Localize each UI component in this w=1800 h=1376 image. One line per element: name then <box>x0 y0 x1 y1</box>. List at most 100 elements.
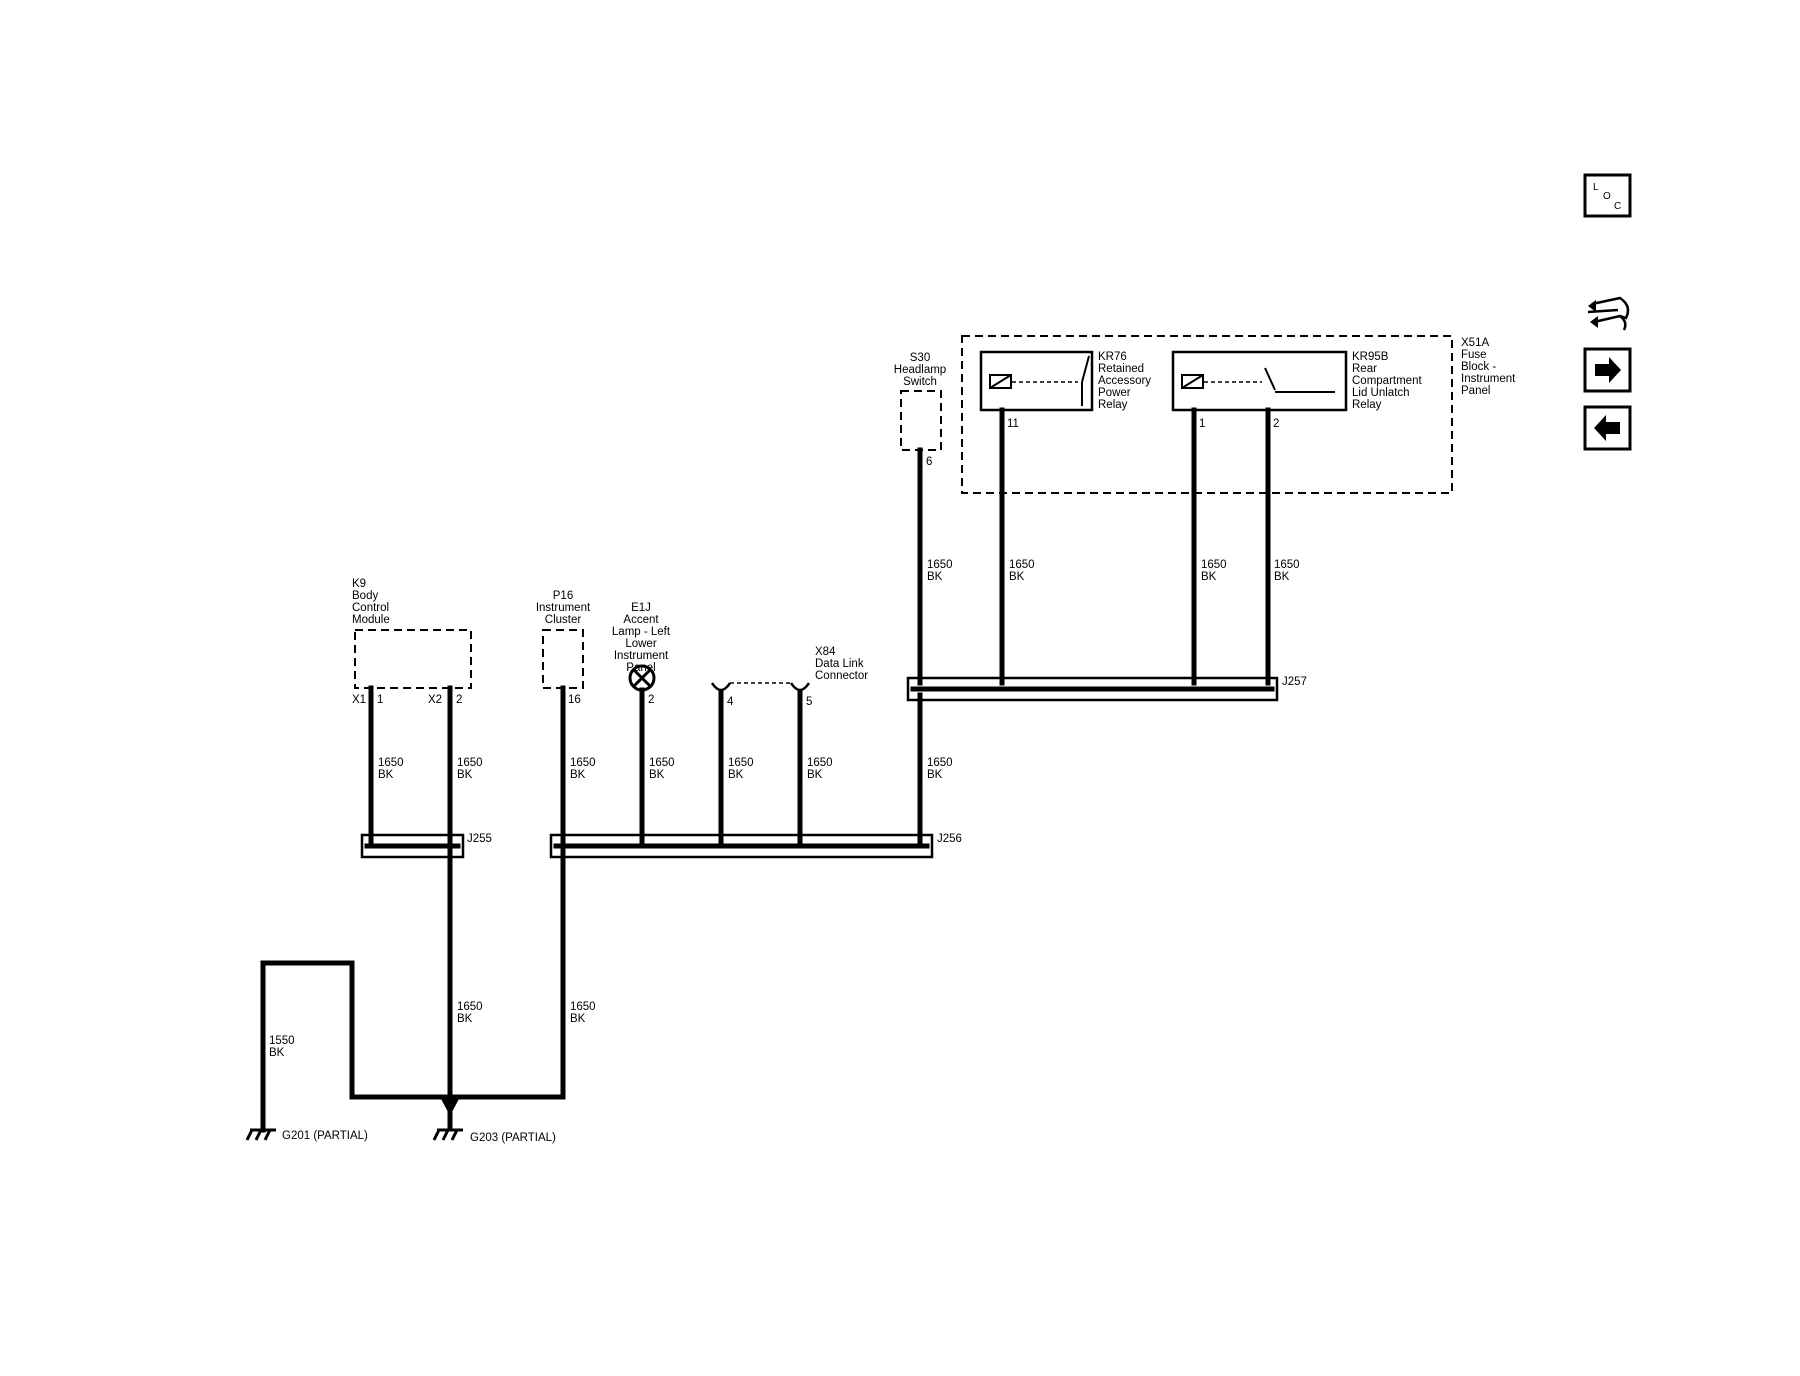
svg-text:K9: K9 <box>352 578 366 590</box>
svg-text:X51A: X51A <box>1461 337 1489 349</box>
kr95b-pin-1: 1 <box>1199 418 1205 430</box>
svg-text:BK: BK <box>927 769 943 781</box>
svg-text:BK: BK <box>649 769 665 781</box>
connector-view-icon[interactable] <box>1587 296 1630 331</box>
svg-text:Compartment: Compartment <box>1352 375 1422 387</box>
g203-junction <box>440 1097 460 1112</box>
svg-text:1650: 1650 <box>807 757 833 769</box>
svg-text:Power: Power <box>1098 387 1131 399</box>
svg-text:BK: BK <box>807 769 823 781</box>
svg-text:P16: P16 <box>553 590 573 602</box>
x84-pin-5: 5 <box>806 696 812 708</box>
x84-pin-4: 4 <box>727 696 734 708</box>
svg-text:Lid Unlatch: Lid Unlatch <box>1352 387 1410 399</box>
svg-text:BK: BK <box>927 571 943 583</box>
k9-cavity-x2: X2 <box>428 694 442 706</box>
svg-text:Lamp - Left: Lamp - Left <box>612 626 671 638</box>
svg-text:Fuse: Fuse <box>1461 349 1487 361</box>
svg-text:Rear: Rear <box>1352 363 1377 375</box>
svg-text:BK: BK <box>1009 571 1025 583</box>
wire-label-k9-x1: 1650 BK <box>378 757 404 781</box>
wire-label-g203-b: 1650 BK <box>570 1001 596 1025</box>
e1j-pin-2: 2 <box>648 694 654 706</box>
svg-text:Accent: Accent <box>623 614 659 626</box>
svg-text:BK: BK <box>269 1047 285 1059</box>
wire-label-kr95b-2: 1650 BK <box>1274 559 1300 583</box>
s30-label: S30 Headlamp Switch <box>894 352 946 388</box>
kr95b-label: KR95B Rear Compartment Lid Unlatch Relay <box>1352 351 1422 411</box>
svg-text:BK: BK <box>457 1013 473 1025</box>
j257-splice-pack <box>906 676 1279 702</box>
kr95b-pin-2: 2 <box>1273 418 1279 430</box>
s30-headlamp-switch <box>900 390 942 451</box>
svg-text:BK: BK <box>1201 571 1217 583</box>
svg-text:Module: Module <box>352 614 390 626</box>
kr76-label: KR76 Retained Accessory Power Relay <box>1098 351 1151 411</box>
wire-label-e1j: 1650 BK <box>649 757 675 781</box>
svg-text:X84: X84 <box>815 646 836 658</box>
svg-text:1650: 1650 <box>1009 559 1035 571</box>
next-page-arrow-icon[interactable] <box>1583 347 1632 393</box>
svg-text:Lower: Lower <box>625 638 656 650</box>
svg-text:Accessory: Accessory <box>1098 375 1151 387</box>
wire-label-s30: 1650 BK <box>927 559 953 583</box>
j255-label: J255 <box>467 833 492 845</box>
wire-p16-to-g203 <box>451 1087 566 1100</box>
wire-label-x84-5: 1650 BK <box>807 757 833 781</box>
svg-text:Retained: Retained <box>1098 363 1144 375</box>
svg-text:1650: 1650 <box>649 757 675 769</box>
previous-page-arrow-icon[interactable] <box>1583 405 1632 451</box>
svg-text:Body: Body <box>352 590 378 602</box>
wire-label-kr95b-1: 1650 BK <box>1201 559 1227 583</box>
x51a-label: X51A Fuse Block - Instrument Panel <box>1461 337 1516 397</box>
kr95b-relay <box>1171 350 1348 412</box>
j256-label: J256 <box>937 833 962 845</box>
kr76-pin-11: 11 <box>1007 418 1019 430</box>
svg-text:Connector: Connector <box>815 670 868 682</box>
svg-text:KR95B: KR95B <box>1352 351 1389 363</box>
wire-label-j256-up: 1650 BK <box>927 757 953 781</box>
svg-text:S30: S30 <box>910 352 930 364</box>
g201-label: G201 (PARTIAL) <box>282 1130 368 1142</box>
svg-text:1650: 1650 <box>728 757 754 769</box>
svg-text:BK: BK <box>570 769 586 781</box>
svg-text:Headlamp: Headlamp <box>894 364 946 376</box>
svg-text:BK: BK <box>457 769 473 781</box>
j257-label: J257 <box>1282 676 1307 688</box>
x51a-fuse-block-outline <box>961 335 1453 494</box>
k9-pin-2: 2 <box>456 694 462 706</box>
k9-body-control-module <box>354 629 472 689</box>
g201-ground-icon <box>245 1128 276 1141</box>
wire-label-x84-4: 1650 BK <box>728 757 754 781</box>
svg-text:1650: 1650 <box>457 1001 483 1013</box>
p16-pin-16: 16 <box>568 694 581 706</box>
svg-text:Instrument: Instrument <box>1461 373 1516 385</box>
k9-pin-1: 1 <box>377 694 383 706</box>
svg-text:O: O <box>1603 191 1611 202</box>
svg-text:BK: BK <box>1274 571 1290 583</box>
svg-text:Relay: Relay <box>1098 399 1128 411</box>
g203-ground-icon <box>432 1128 463 1141</box>
svg-text:Instrument: Instrument <box>614 650 669 662</box>
svg-text:Block -: Block - <box>1461 361 1496 373</box>
k9-cavity-x1: X1 <box>352 694 366 706</box>
kr76-relay <box>979 350 1094 412</box>
svg-text:1550: 1550 <box>269 1035 295 1047</box>
svg-text:C: C <box>1614 201 1621 212</box>
wire-label-k9-x2: 1650 BK <box>457 757 483 781</box>
svg-text:1650: 1650 <box>570 757 596 769</box>
loc-icon[interactable]: L O C <box>1583 173 1632 218</box>
svg-text:1650: 1650 <box>570 1001 596 1013</box>
wire-label-p16: 1650 BK <box>570 757 596 781</box>
svg-text:1650: 1650 <box>457 757 483 769</box>
svg-text:1650: 1650 <box>927 559 953 571</box>
p16-label: P16 Instrument Cluster <box>536 590 591 626</box>
svg-text:BK: BK <box>728 769 744 781</box>
svg-text:Switch: Switch <box>903 376 937 388</box>
wire-label-kr76: 1650 BK <box>1009 559 1035 583</box>
x84-data-link-connector <box>710 682 811 692</box>
p16-instrument-cluster <box>542 629 584 689</box>
svg-text:KR76: KR76 <box>1098 351 1127 363</box>
g203-label: G203 (PARTIAL) <box>470 1132 556 1144</box>
